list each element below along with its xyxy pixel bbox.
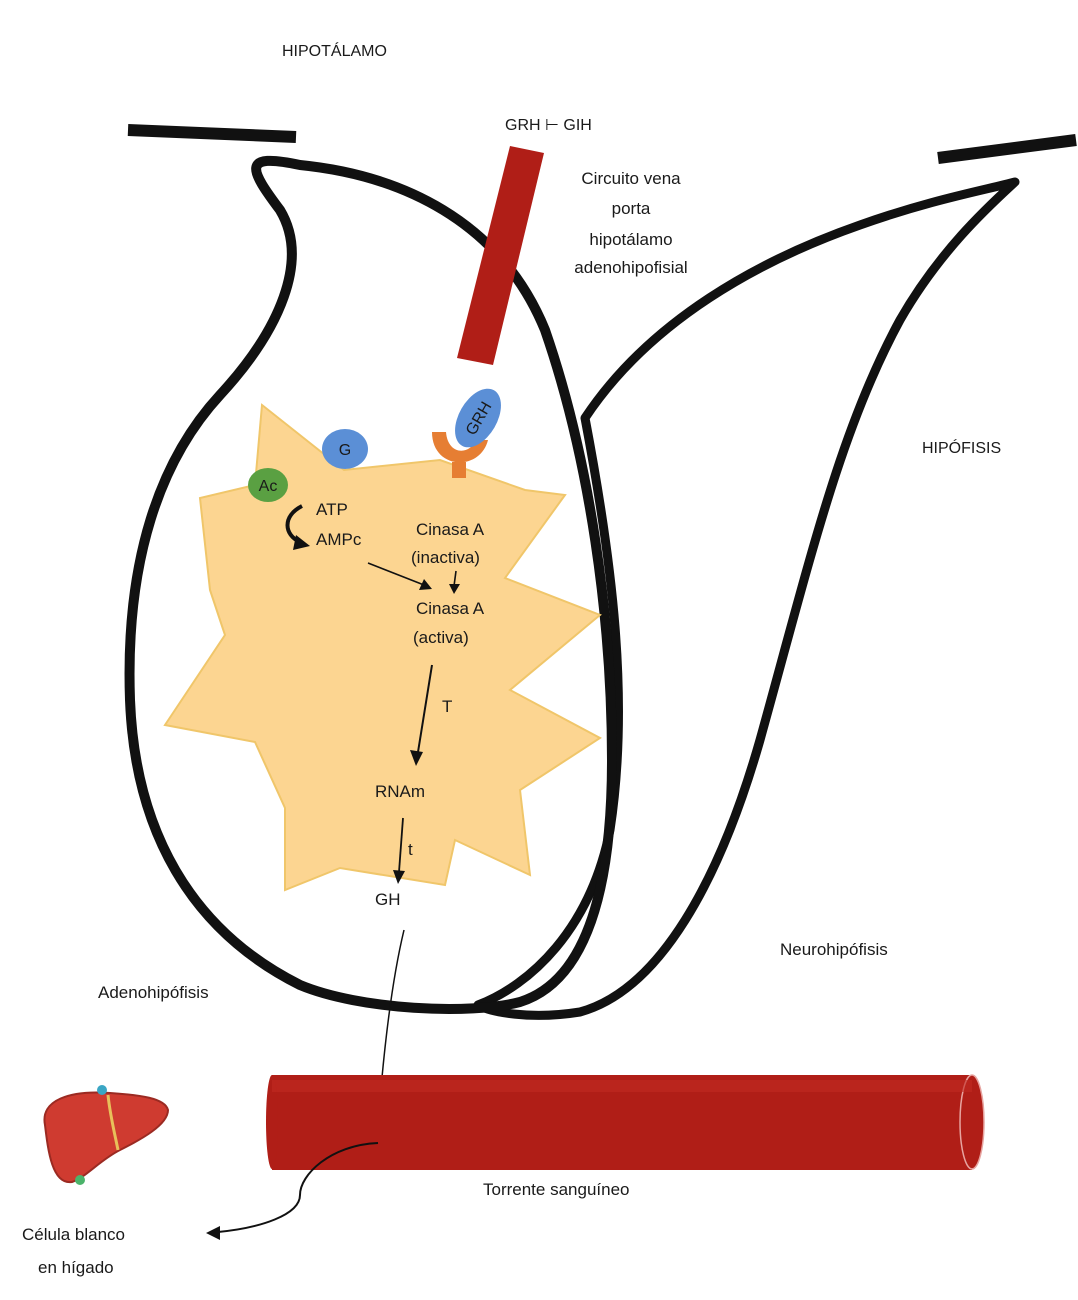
translation-label: t	[408, 840, 413, 859]
neurohipofisis-label: Neurohipófisis	[780, 940, 888, 959]
somatotroph-cell	[165, 405, 600, 890]
torrente-label: Torrente sanguíneo	[483, 1180, 630, 1199]
cinasa-inactiva-line1: Cinasa A	[416, 520, 485, 539]
gh-label: GH	[375, 890, 401, 909]
ampc-label: AMPc	[316, 530, 362, 549]
hypothalamus-boundary-right	[938, 140, 1076, 158]
ac-enzyme-label: Ac	[259, 478, 278, 495]
cinasa-activa-line2: (activa)	[413, 628, 469, 647]
cinasa-inactiva-line2: (inactiva)	[411, 548, 480, 567]
portal-vein-vessel	[457, 146, 544, 365]
receptor-stem	[452, 462, 466, 478]
adenohipofisis-label: Adenohipófisis	[98, 983, 209, 1002]
gh-release-arrow	[380, 930, 404, 1100]
bloodstream-to-liver-arrowhead	[206, 1226, 220, 1240]
transcription-label: T	[442, 697, 452, 716]
hypothalamus-boundary-left	[128, 130, 296, 137]
circuito-line2: porta	[612, 199, 651, 218]
grh-ligand-icon: GRH	[446, 381, 511, 455]
celula-line1: Célula blanco	[22, 1225, 125, 1244]
hipofisis-label: HIPÓFISIS	[922, 438, 1001, 457]
rnam-label: RNAm	[375, 782, 425, 801]
circuito-line1: Circuito vena	[581, 169, 681, 188]
bloodstream-vessel	[266, 1075, 984, 1170]
cinasa-activa-line1: Cinasa A	[416, 599, 485, 618]
g-protein-label: G	[339, 442, 351, 459]
atp-label: ATP	[316, 500, 348, 519]
grh-gih-label: GRH ⊢ GIH	[505, 117, 592, 134]
liver-icon	[44, 1085, 168, 1185]
circuito-line3: hipotálamo	[589, 230, 672, 249]
circuito-line4: adenohipofisial	[574, 258, 687, 277]
hipotalamo-label: HIPOTÁLAMO	[282, 41, 387, 60]
celula-line2: en hígado	[38, 1258, 114, 1277]
